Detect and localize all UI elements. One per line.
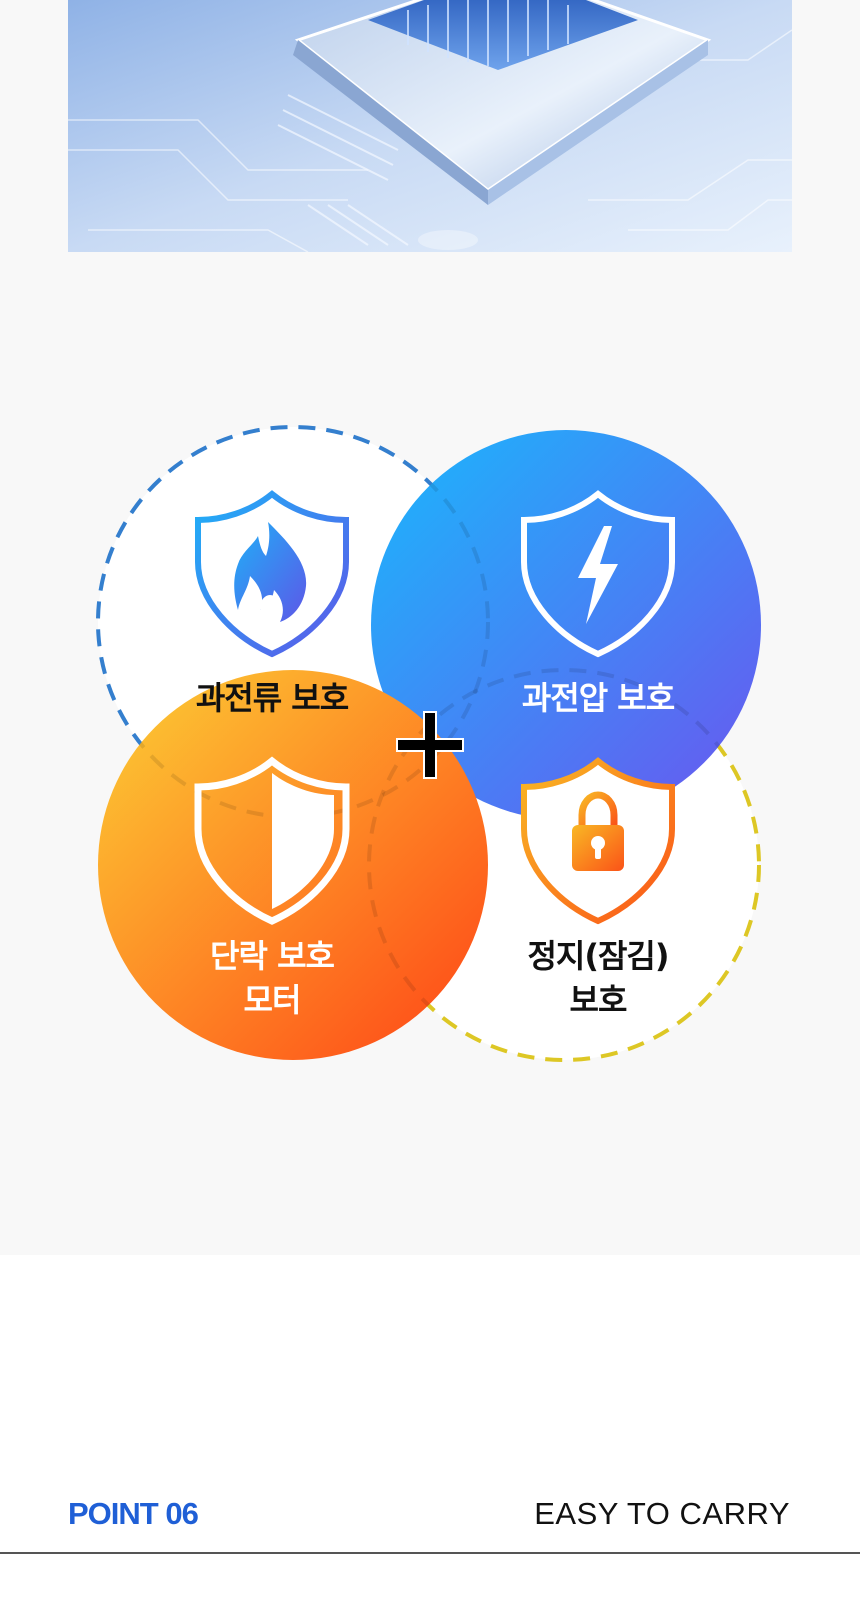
divider	[0, 1552, 860, 1554]
half-shield-icon	[194, 756, 350, 925]
point-number: POINT 06	[68, 1496, 199, 1531]
lightning-shield-icon	[521, 490, 675, 658]
overcurrent-label: 과전류 보호	[195, 679, 349, 717]
phase-loss-label: 단락 보호 모터	[210, 937, 335, 1019]
fire-shield-icon	[195, 490, 349, 658]
overvoltage-circle	[371, 430, 761, 820]
section-tagline: EASY TO CARRY	[534, 1496, 790, 1531]
protection-features-diagram: 과전류 보호 과전압 보호 단락 보호 모터 정지(잠김) 보호	[0, 400, 860, 1100]
lock-shield-icon	[521, 757, 675, 925]
overvoltage-label: 과전압 보호	[521, 679, 675, 717]
stall-lock-label: 정지(잠김) 보호	[527, 937, 669, 1019]
chip-hero-image	[68, 0, 792, 252]
plus-icon	[396, 711, 464, 779]
